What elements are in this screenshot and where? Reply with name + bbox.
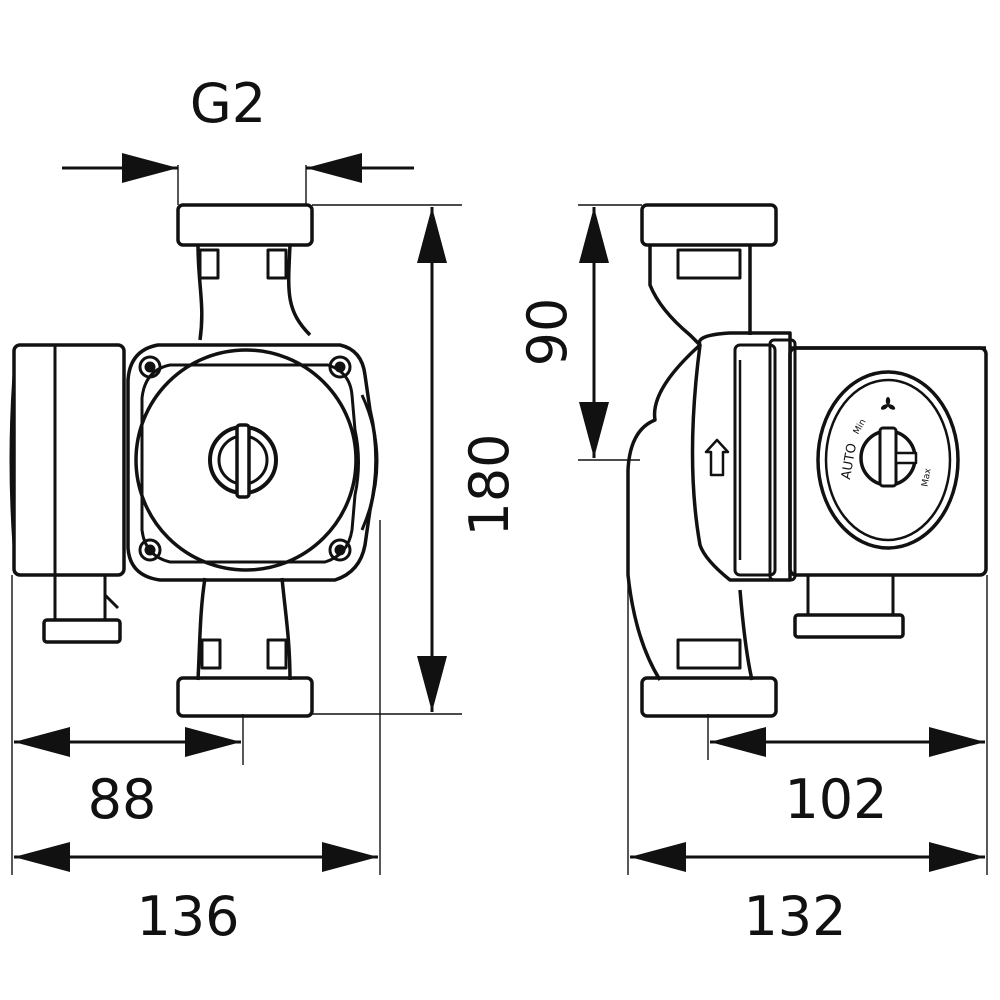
top-bolt-left [198, 248, 220, 280]
terminal-box [12, 343, 126, 577]
knob-max-label: Max [920, 467, 933, 488]
dim-90: 90 [516, 298, 579, 367]
fan-icon [880, 397, 896, 410]
knob-auto-label: AUTO [839, 442, 860, 481]
cable-gland [53, 573, 107, 622]
flow-direction-arrow [704, 438, 730, 477]
top-flange [176, 203, 314, 247]
side-dimension-lines [579, 207, 985, 872]
front-view [9, 165, 462, 875]
bottom-bolt-left [200, 638, 222, 670]
housing-screws [138, 355, 352, 562]
knob-min-label: Min [852, 418, 869, 437]
side-bottom-flange [640, 676, 778, 718]
pump-housing [126, 343, 378, 582]
motor-front-plate [690, 331, 792, 582]
front-extension-lines [11, 165, 462, 875]
dim-g2: G2 [190, 72, 266, 135]
bottom-flange [176, 676, 314, 718]
front-dimension-lines [14, 153, 447, 872]
dim-136: 136 [136, 885, 239, 948]
bottom-bolt-right [266, 638, 288, 670]
dim-180: 180 [458, 433, 521, 536]
top-bolt-right [266, 248, 288, 280]
side-top-flange [640, 203, 778, 247]
side-extension-lines [578, 204, 988, 875]
rotor-cover [134, 348, 358, 572]
dim-88: 88 [88, 768, 157, 831]
side-view [578, 203, 988, 875]
housing-inner-ring [140, 363, 360, 564]
dim-102: 102 [784, 768, 887, 831]
knob-plate [816, 370, 960, 550]
dim-132: 132 [743, 885, 846, 948]
